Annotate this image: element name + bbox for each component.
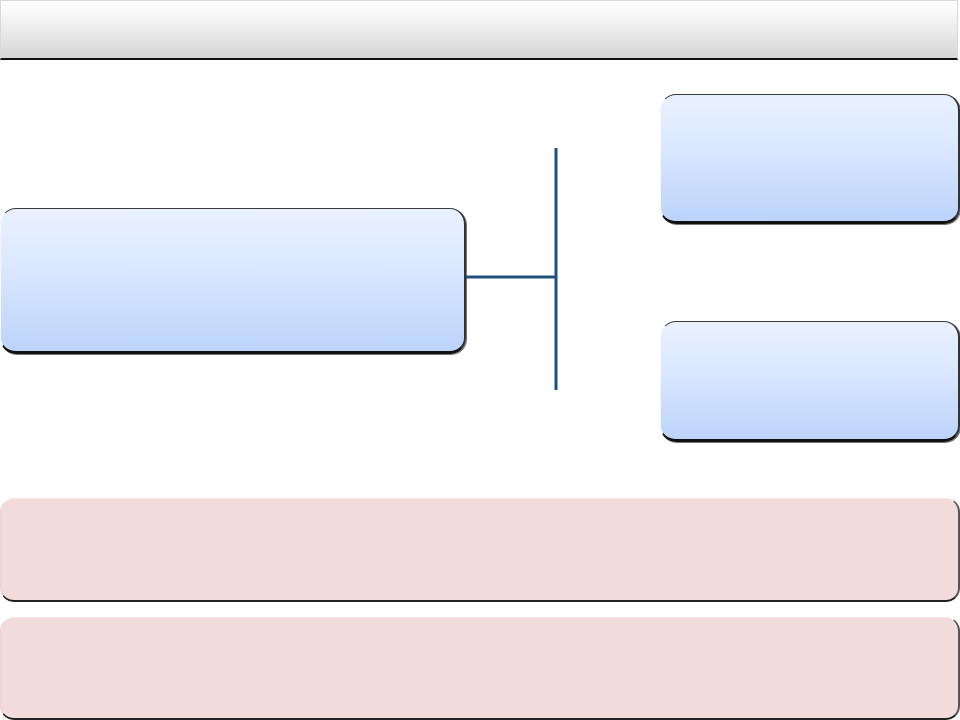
upper-note-panel[interactable] xyxy=(0,498,960,602)
main-node-box[interactable] xyxy=(0,208,466,354)
bottom-branch-node-label xyxy=(661,322,958,346)
top-branch-node-label xyxy=(661,95,958,119)
upper-note-text xyxy=(1,499,958,531)
lower-note-text xyxy=(1,618,958,650)
lower-note-panel[interactable] xyxy=(0,617,960,720)
top-branch-node-box[interactable] xyxy=(660,94,960,224)
title-bar xyxy=(0,0,958,60)
main-node-label xyxy=(1,209,464,233)
bottom-branch-node-box[interactable] xyxy=(660,321,960,442)
slide-title xyxy=(1,1,957,33)
